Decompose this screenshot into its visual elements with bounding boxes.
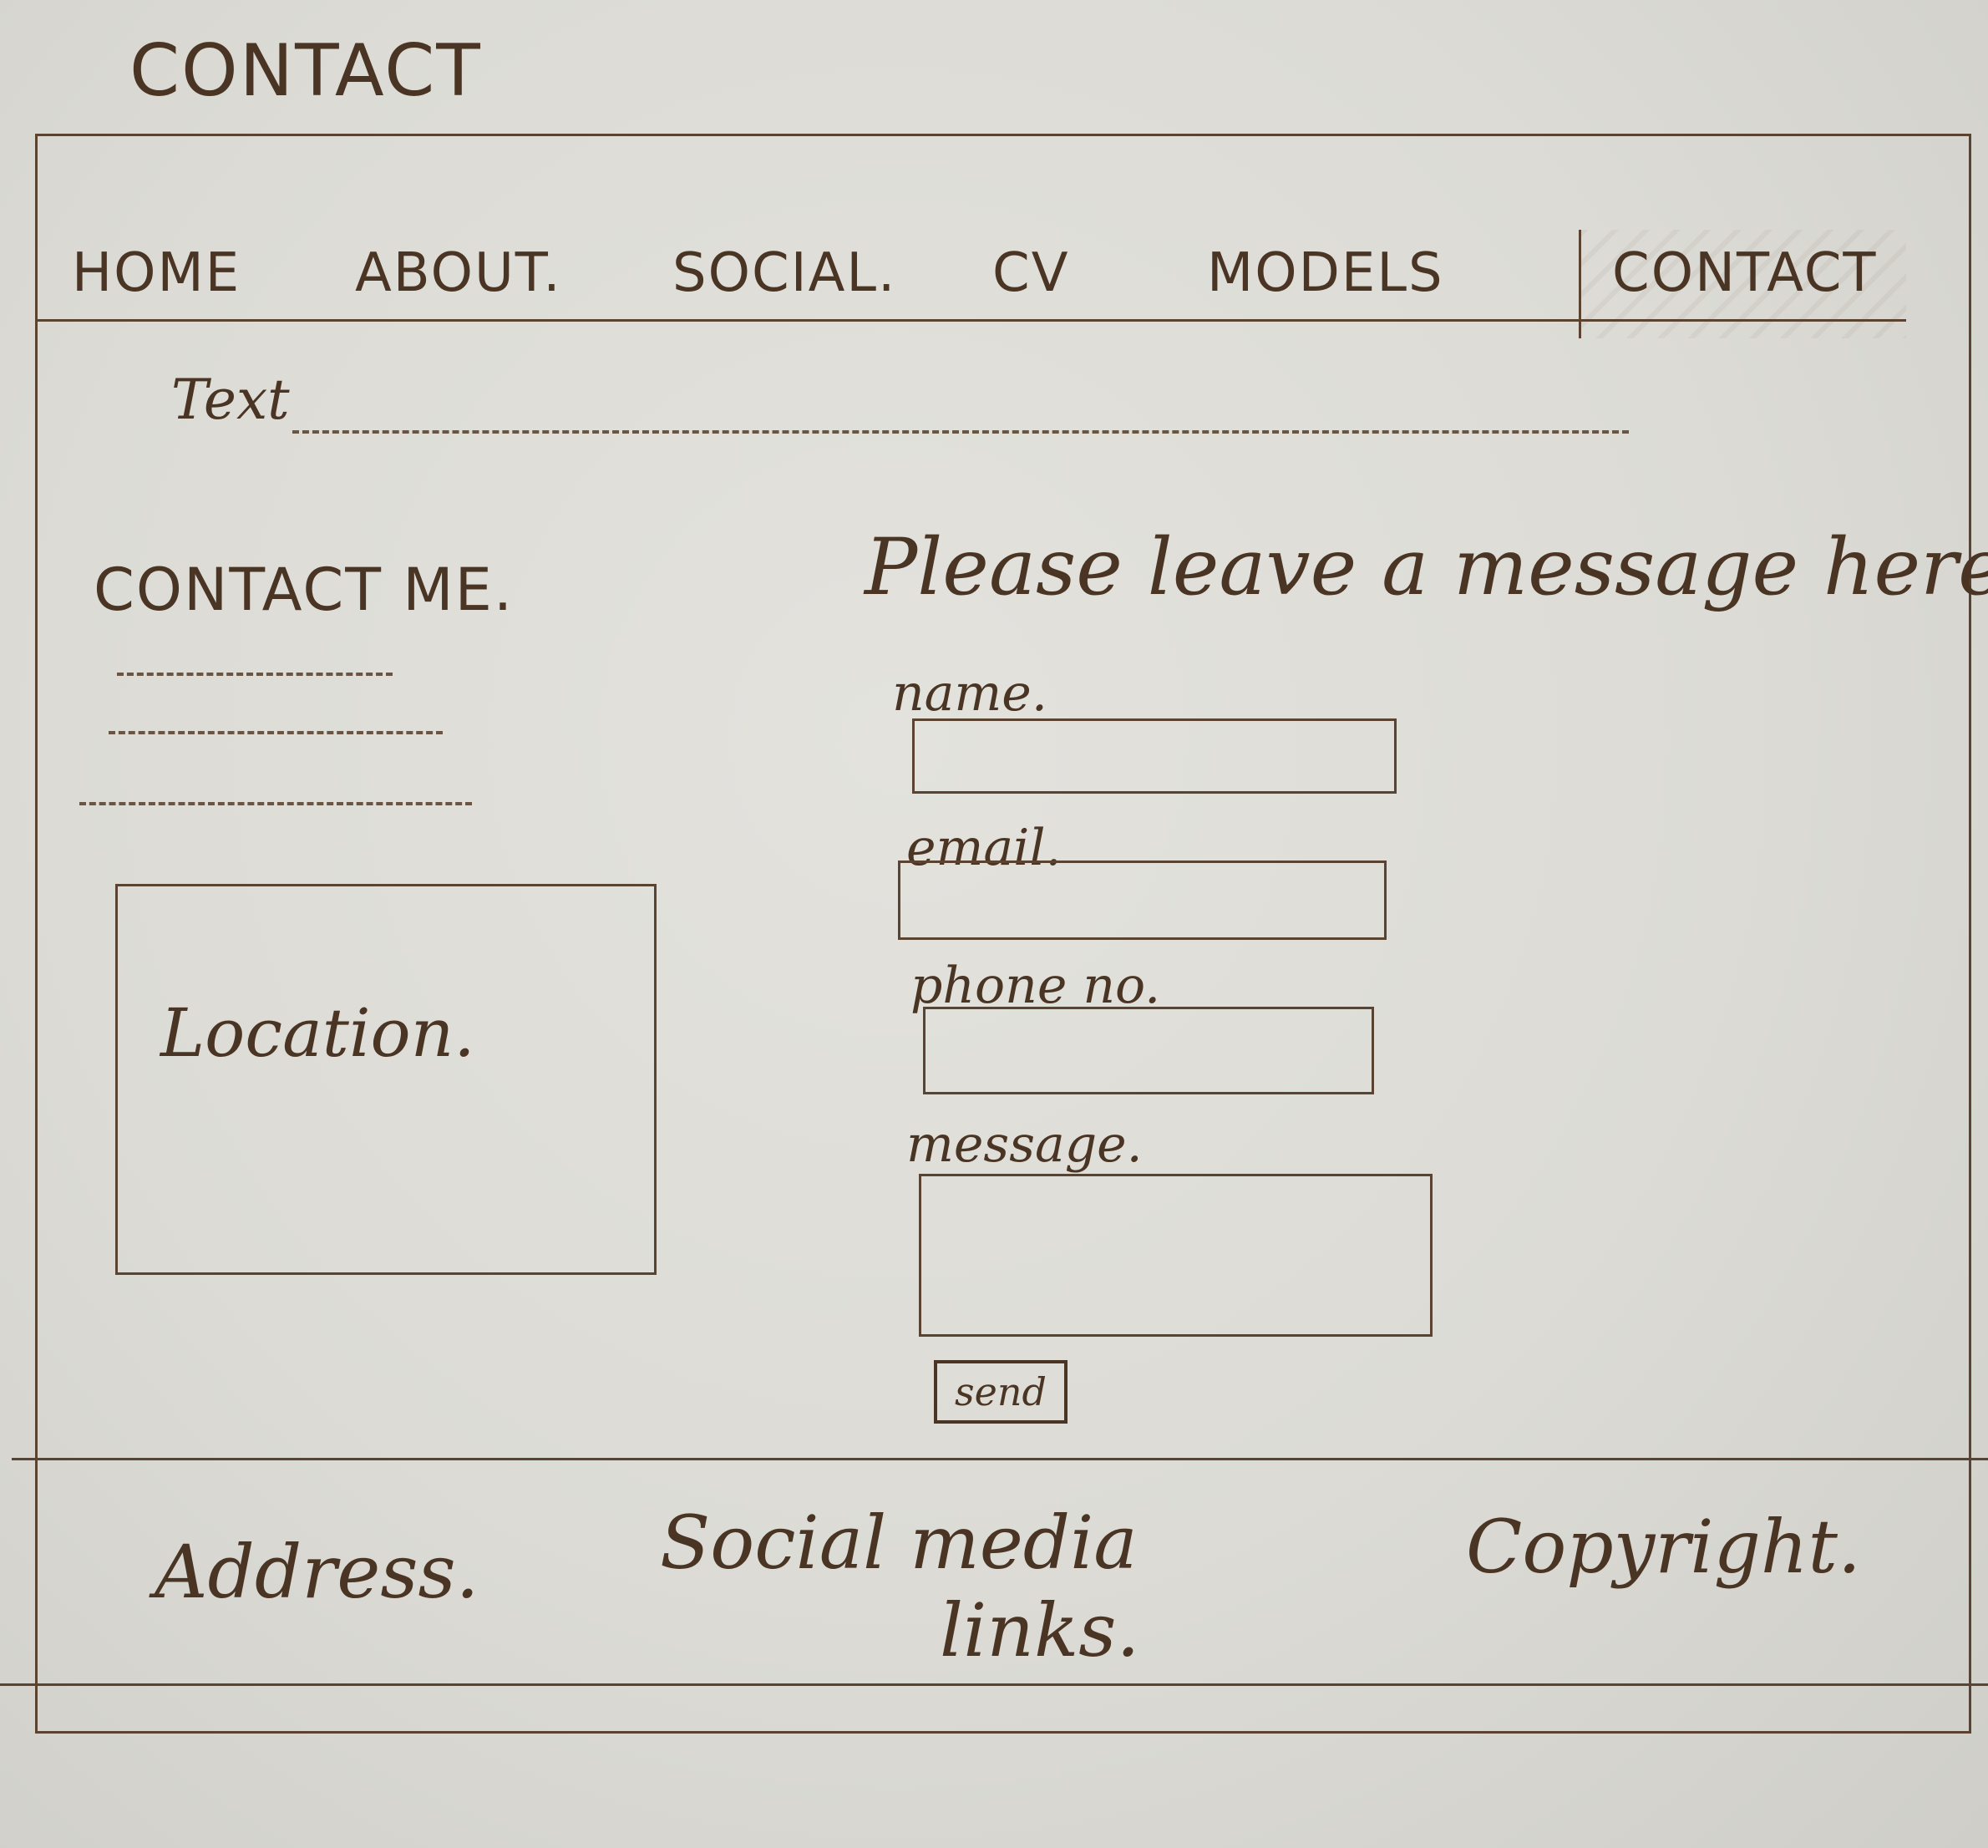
nav-item-models[interactable]: MODELS	[1207, 242, 1444, 304]
email-input[interactable]	[898, 861, 1387, 940]
footer-bar	[12, 1458, 1988, 1734]
footer-social-line1[interactable]: Social media	[660, 1500, 1138, 1586]
send-button[interactable]: send	[934, 1360, 1068, 1424]
phone-label: phone no.	[910, 957, 1161, 1015]
contact-placeholder-line	[79, 802, 472, 805]
nav-item-contact[interactable]: CONTACT	[1612, 242, 1878, 304]
nav-item-cv[interactable]: CV	[992, 242, 1070, 304]
intro-placeholder-line	[292, 430, 1629, 434]
footer-address: Address.	[155, 1529, 479, 1615]
name-input[interactable]	[912, 718, 1397, 794]
contact-heading: CONTACT ME.	[94, 556, 515, 624]
nav-item-home[interactable]: HOME	[72, 242, 241, 304]
intro-text: Text	[171, 368, 290, 432]
footer-bottom-line	[0, 1683, 1988, 1686]
nav-item-contact-active[interactable]	[1579, 230, 1906, 338]
location-label: Location.	[160, 994, 475, 1072]
footer-social-line2[interactable]: links.	[940, 1587, 1140, 1673]
page-title: CONTACT	[129, 29, 482, 113]
contact-placeholder-line	[109, 731, 443, 734]
phone-input[interactable]	[923, 1007, 1374, 1094]
wireframe-frame	[35, 134, 1971, 1734]
nav-item-about[interactable]: ABOUT.	[355, 242, 562, 304]
form-heading: Please leave a message here.	[865, 522, 1988, 613]
footer-copyright: Copyright.	[1466, 1504, 1861, 1590]
nav-bar	[35, 134, 1906, 322]
message-textarea[interactable]	[919, 1174, 1433, 1337]
nav-item-social[interactable]: SOCIAL.	[672, 242, 897, 304]
email-label: email.	[906, 819, 1062, 877]
message-label: message.	[906, 1115, 1143, 1174]
contact-placeholder-line	[117, 673, 393, 676]
location-map-box	[115, 884, 657, 1275]
name-label: name.	[892, 664, 1047, 723]
